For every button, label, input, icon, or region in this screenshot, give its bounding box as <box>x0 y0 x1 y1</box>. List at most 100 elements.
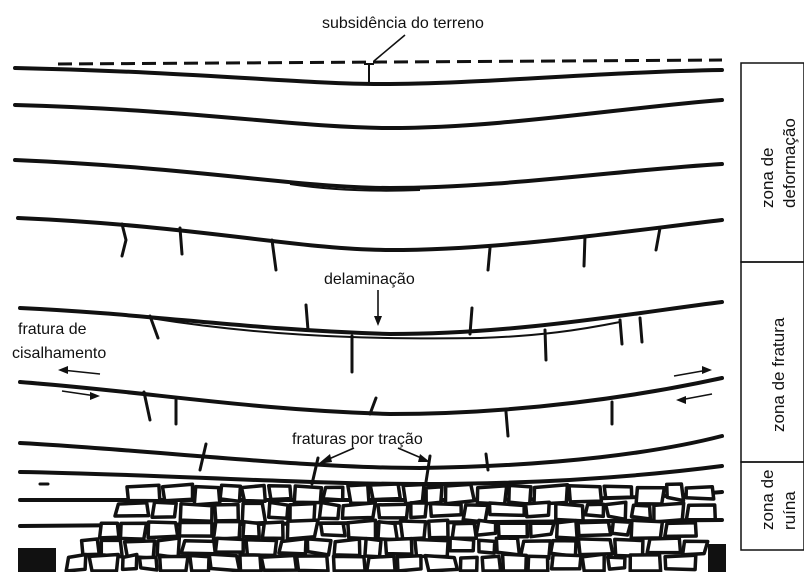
rubble-block <box>403 485 424 504</box>
stratum-line-5 <box>20 302 722 334</box>
rubble-block <box>279 539 306 554</box>
rubble-block <box>140 557 158 570</box>
rubble-block <box>246 540 277 556</box>
rubble-block <box>261 556 296 571</box>
rubble-block <box>578 539 612 555</box>
rubble-block <box>683 541 708 554</box>
rubble-block <box>425 556 457 571</box>
crack-17 <box>506 412 508 436</box>
zone-deformation-label-line1: zona de <box>758 148 777 209</box>
rubble-blocks <box>66 484 715 571</box>
rubble-block <box>631 520 662 538</box>
rubble-block <box>686 505 715 520</box>
mine-floor-left <box>18 548 56 572</box>
rubble-block <box>243 522 259 537</box>
rubble-block <box>578 522 611 536</box>
rubble-block <box>686 487 714 499</box>
zone-ruin-label-line1: zona de <box>758 470 777 531</box>
rubble-block <box>214 522 241 540</box>
rubble-block <box>297 556 328 571</box>
rubble-block <box>426 487 442 504</box>
rubble-block <box>452 523 476 538</box>
rubble-block <box>121 523 147 539</box>
delamination-label: delaminação <box>324 271 415 288</box>
rubble-block <box>194 487 220 505</box>
rubble-block <box>632 505 651 519</box>
rubble-block <box>367 556 395 571</box>
rubble-block <box>411 503 427 518</box>
crack-12 <box>620 320 622 344</box>
rubble-block <box>450 538 474 551</box>
crack-6 <box>656 228 660 250</box>
rubble-block <box>604 486 632 498</box>
rubble-block <box>503 554 527 571</box>
rubble-block <box>100 523 119 538</box>
shear-arrowhead-right-top <box>702 366 712 374</box>
rubble-block <box>209 554 239 571</box>
shear-fracture-label-line1: fratura de <box>18 321 87 338</box>
rubble-block <box>582 554 604 571</box>
rubble-block <box>665 523 696 537</box>
rubble-block <box>636 488 664 504</box>
rubble-block <box>89 555 118 572</box>
rubble-block <box>240 555 261 571</box>
tension-arrowhead-left <box>318 454 332 464</box>
rubble-block <box>569 486 601 502</box>
rubble-block <box>509 485 531 504</box>
rubble-block <box>430 504 461 517</box>
rubble-block <box>665 555 696 569</box>
rubble-block <box>215 505 239 521</box>
zone-ruin-label-line2: ruína <box>780 491 799 530</box>
rubble-block <box>269 502 288 518</box>
rubble-block <box>242 486 266 502</box>
subsidence-label: subsidência do terreno <box>322 15 484 32</box>
rubble-block <box>415 539 448 556</box>
rubble-block <box>528 556 548 571</box>
rubble-block <box>82 539 100 555</box>
crack-11 <box>545 330 546 360</box>
rubble-block <box>526 502 550 517</box>
rubble-block <box>446 484 475 503</box>
zone-deformation-label-line2: deformação <box>780 118 799 208</box>
rubble-block <box>163 484 193 501</box>
rubble-block <box>215 538 243 552</box>
rubble-block <box>370 484 400 500</box>
rubble-block <box>348 520 376 539</box>
crack-8 <box>306 305 308 330</box>
rubble-block <box>490 503 525 515</box>
crack-13 <box>640 318 642 342</box>
rubble-block <box>190 556 209 572</box>
rubble-block <box>365 539 381 557</box>
rubble-block <box>148 522 178 538</box>
rubble-block <box>647 538 680 553</box>
rubble-block <box>66 555 86 572</box>
rubble-block <box>127 485 160 501</box>
shear-arrowhead-left-bottom <box>90 392 100 400</box>
crack-3 <box>272 240 276 270</box>
rubble-block <box>348 485 369 504</box>
rubble-block <box>429 520 448 537</box>
rubble-block <box>496 538 519 555</box>
rubble-block <box>556 504 583 521</box>
stratum-line-3 <box>15 160 722 188</box>
shear-fracture-label-line2: cisalhamento <box>12 345 106 362</box>
rubble-block <box>612 521 631 535</box>
rubble-block <box>498 523 527 537</box>
rubble-block <box>630 555 660 571</box>
rubble-block <box>608 557 625 569</box>
rubble-block <box>460 557 477 571</box>
rubble-block <box>321 523 346 536</box>
rubble-block <box>400 521 425 539</box>
rubble-block <box>160 556 188 571</box>
rubble-block <box>287 520 318 539</box>
rubble-block <box>262 522 283 538</box>
rubble-block <box>123 555 137 570</box>
rubble-block <box>180 522 212 536</box>
crack-5 <box>584 236 585 266</box>
rubble-block <box>397 556 421 571</box>
rubble-block <box>269 486 291 500</box>
subsidence-leader-line <box>374 35 405 61</box>
rubble-block <box>531 523 554 537</box>
rubble-block <box>334 556 366 571</box>
rubble-block <box>378 504 408 518</box>
